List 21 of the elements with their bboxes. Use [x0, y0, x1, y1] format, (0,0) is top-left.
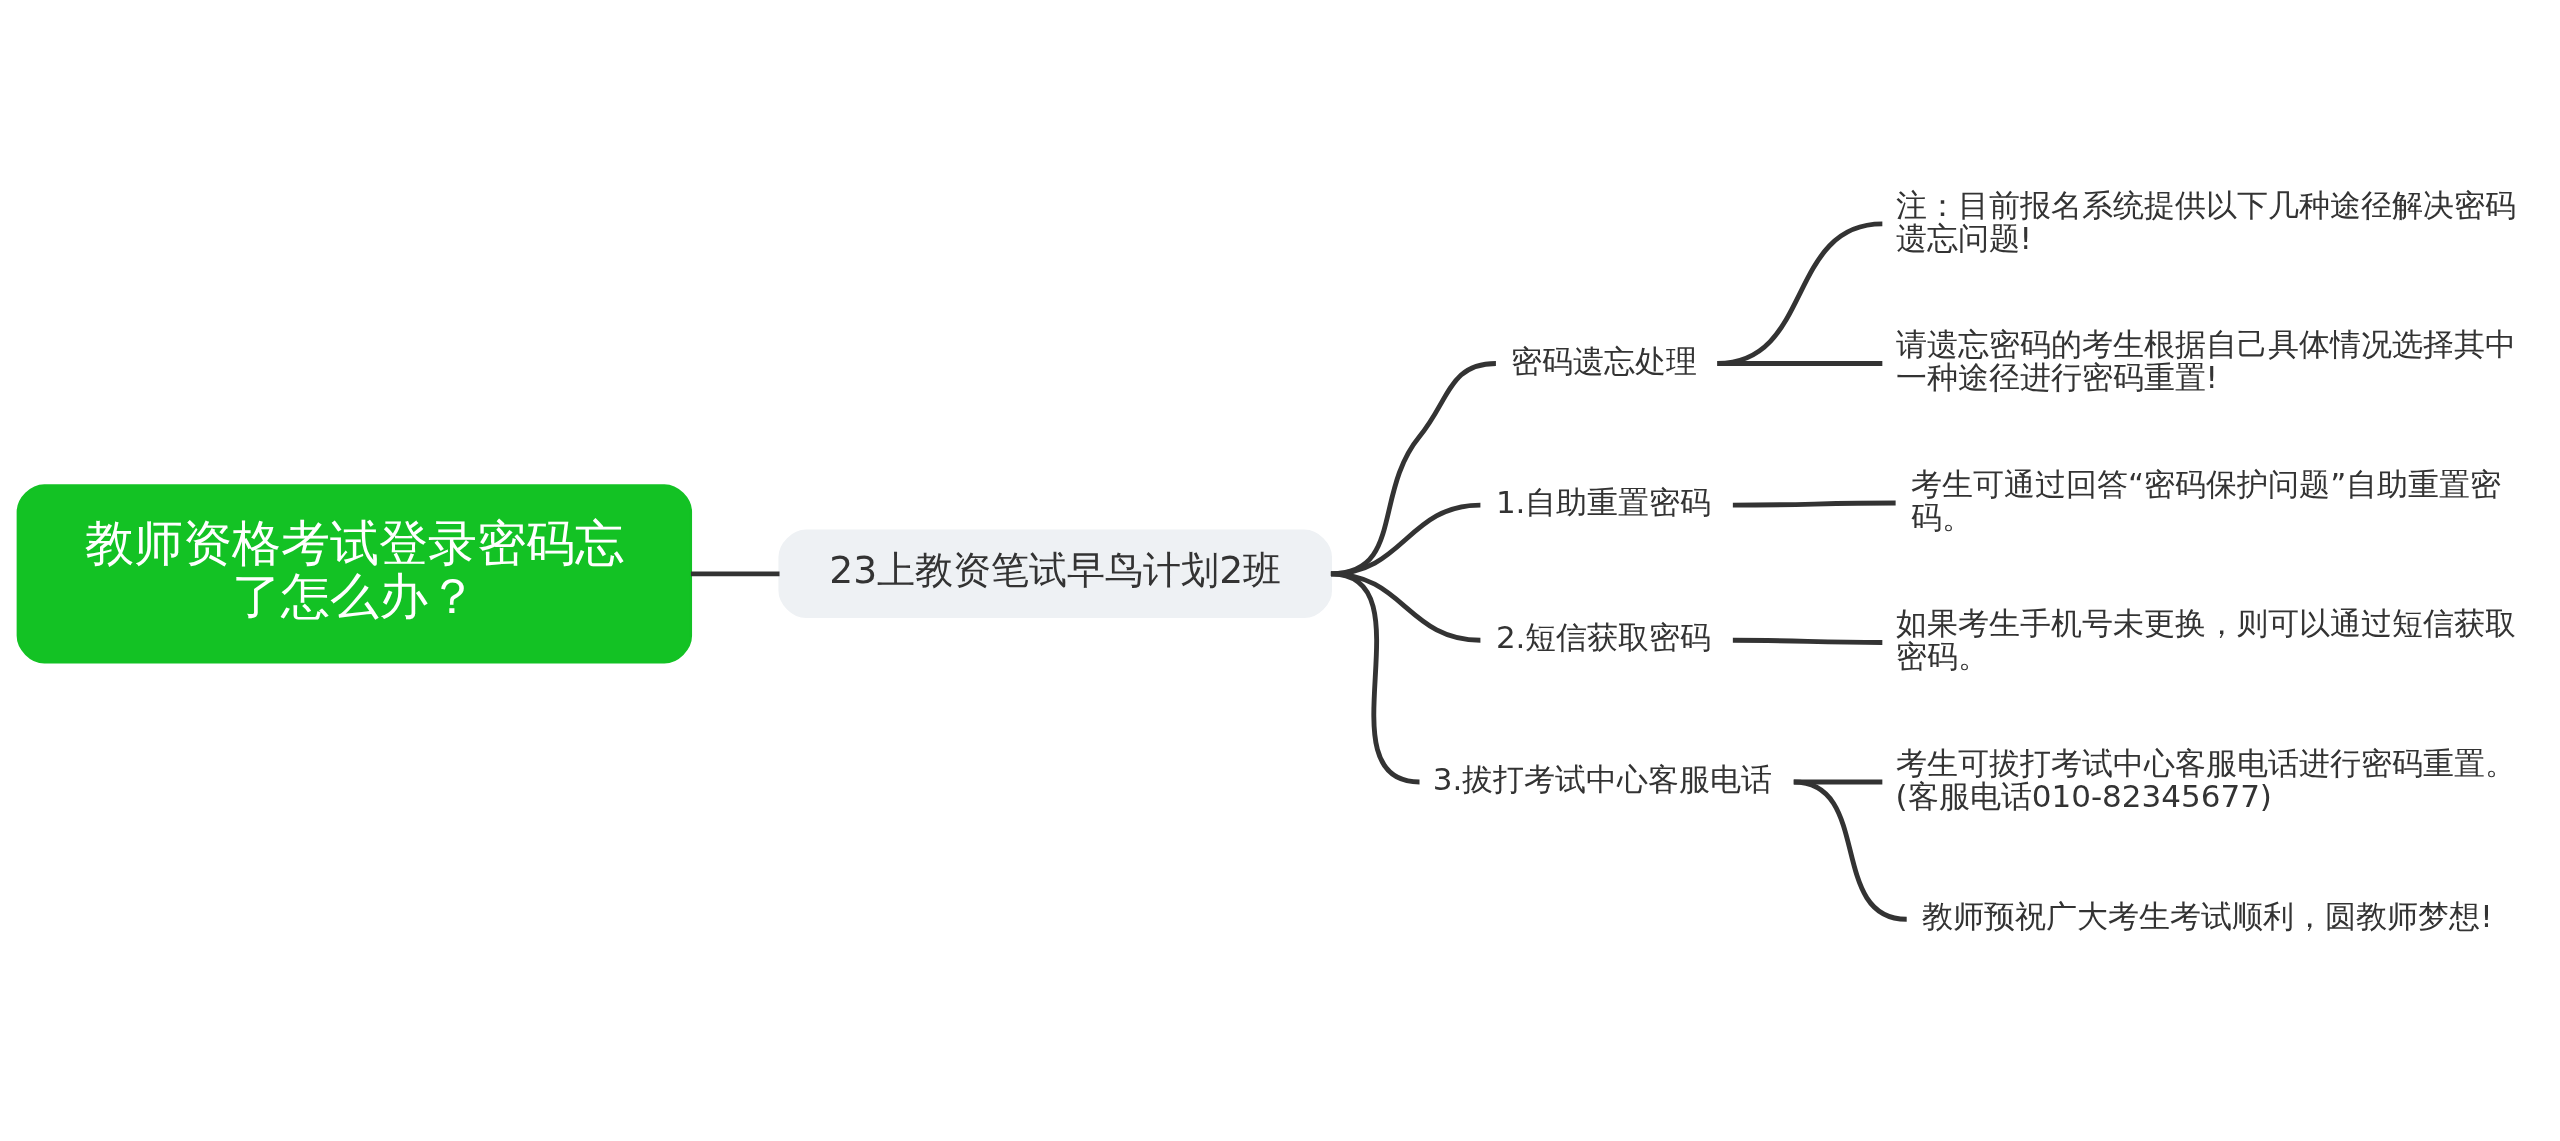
node-text: 3.拔打考试中心客服电话: [1432, 761, 1773, 798]
node-box: 教师资格考试登录密码忘了怎么办？: [16, 484, 693, 664]
connector: [1732, 637, 1883, 645]
node-text: 考生可通过回答“密码保护问题”自助重置密码。: [1911, 465, 2502, 535]
connector: [1717, 361, 1883, 366]
connector: [1793, 779, 1908, 922]
connector: [1732, 500, 1896, 508]
node-text: 考生可拔打考试中心客服电话进行密码重置。(客服电话010-82345677): [1895, 744, 2516, 814]
node-text: 密码遗忘处理: [1511, 342, 1698, 379]
node-text: 如果考生手机号未更换，则可以通过短信获取密码。: [1895, 605, 2516, 675]
connector: [1330, 361, 1497, 577]
connector: [1330, 502, 1481, 577]
node-text: 教师预祝广大考生考试顺利，圆教师梦想!: [1922, 898, 2493, 935]
connector: [690, 571, 780, 577]
connector: [1330, 571, 1420, 785]
node-box: 23上教资笔试早鸟计划2班: [778, 529, 1333, 619]
node-text: 1.自助重置密码: [1495, 484, 1712, 521]
node-text: 2.短信获取密码: [1495, 619, 1712, 656]
connector: [1717, 221, 1883, 366]
node-text: 注：目前报名系统提供以下几种途径解决密码遗忘问题!: [1895, 186, 2516, 256]
node-text: 请遗忘密码的考生根据自己具体情况选择其中一种途径进行密码重置!: [1895, 326, 2516, 396]
